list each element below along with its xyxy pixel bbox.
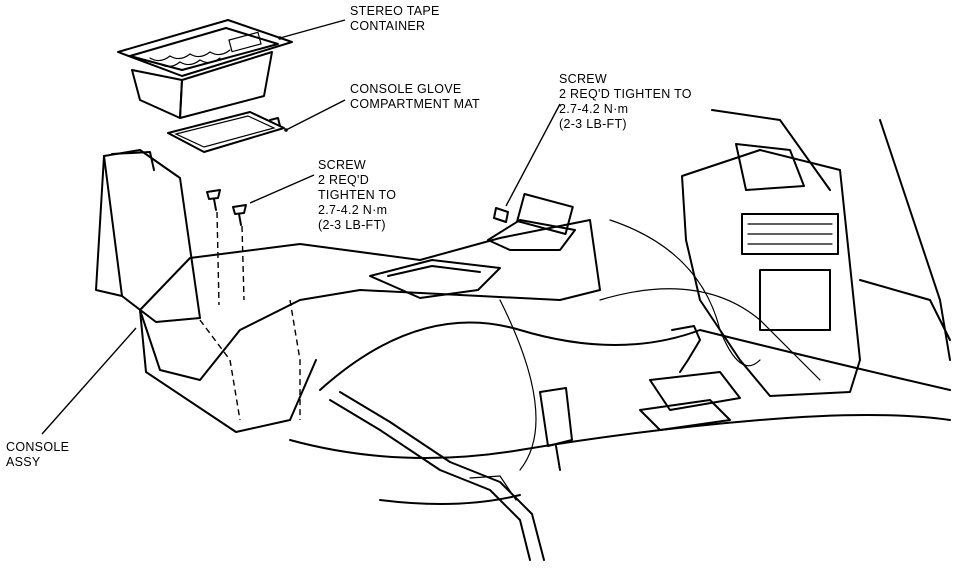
lid-screw-label: SCREW 2 REQ'D TIGHTEN TO 2.7-4.2 N·m (2-… xyxy=(318,158,396,233)
wiring-harness xyxy=(499,219,761,471)
stereo-tape-container-label: STEREO TAPE CONTAINER xyxy=(350,4,440,34)
lid-screw-label-line3: TIGHTEN TO xyxy=(318,188,397,202)
console-glove-mat-label-line1: CONSOLE GLOVE xyxy=(350,82,462,96)
console-glove-mat-label: CONSOLE GLOVE COMPARTMENT MAT xyxy=(350,82,480,112)
floor-tunnel xyxy=(289,288,951,505)
rear-screw-label-line3: 2.7-4.2 N·m xyxy=(559,102,629,116)
leader-lines xyxy=(41,19,561,435)
stereo-tape-container-label-line2: CONTAINER xyxy=(350,19,426,33)
seat-belt-strap xyxy=(329,391,545,561)
console-glove-compartment-mat xyxy=(167,111,285,153)
seat-belt-buckle xyxy=(539,387,573,471)
stereo-tape-container-label-line1: STEREO TAPE xyxy=(350,4,440,18)
instrument-panel xyxy=(681,109,951,397)
lid-screws xyxy=(206,189,247,306)
lid-screw-label-line1: SCREW xyxy=(318,158,367,172)
gear-shifter xyxy=(639,325,741,431)
console-lid xyxy=(95,149,201,323)
console-assy-label-line1: CONSOLE xyxy=(6,440,70,454)
console-assembly xyxy=(139,193,601,433)
rear-screw-label-line1: SCREW xyxy=(559,72,608,86)
console-glove-mat-label-line2: COMPARTMENT MAT xyxy=(350,97,480,111)
rear-screw-label-line2: 2 REQ'D TIGHTEN TO xyxy=(559,87,692,101)
rear-screw-label: SCREW 2 REQ'D TIGHTEN TO 2.7-4.2 N·m (2-… xyxy=(559,72,692,132)
rear-screw-label-line4: (2-3 LB-FT) xyxy=(559,117,627,131)
lid-screw-label-line5: (2-3 LB-FT) xyxy=(318,218,386,232)
lid-screw-label-line4: 2.7-4.2 N·m xyxy=(318,203,388,217)
console-assy-label: CONSOLE ASSY xyxy=(6,440,69,470)
stereo-tape-container xyxy=(117,19,293,119)
console-assy-label-line2: ASSY xyxy=(6,455,41,469)
lid-screw-label-line2: 2 REQ'D xyxy=(318,173,370,187)
